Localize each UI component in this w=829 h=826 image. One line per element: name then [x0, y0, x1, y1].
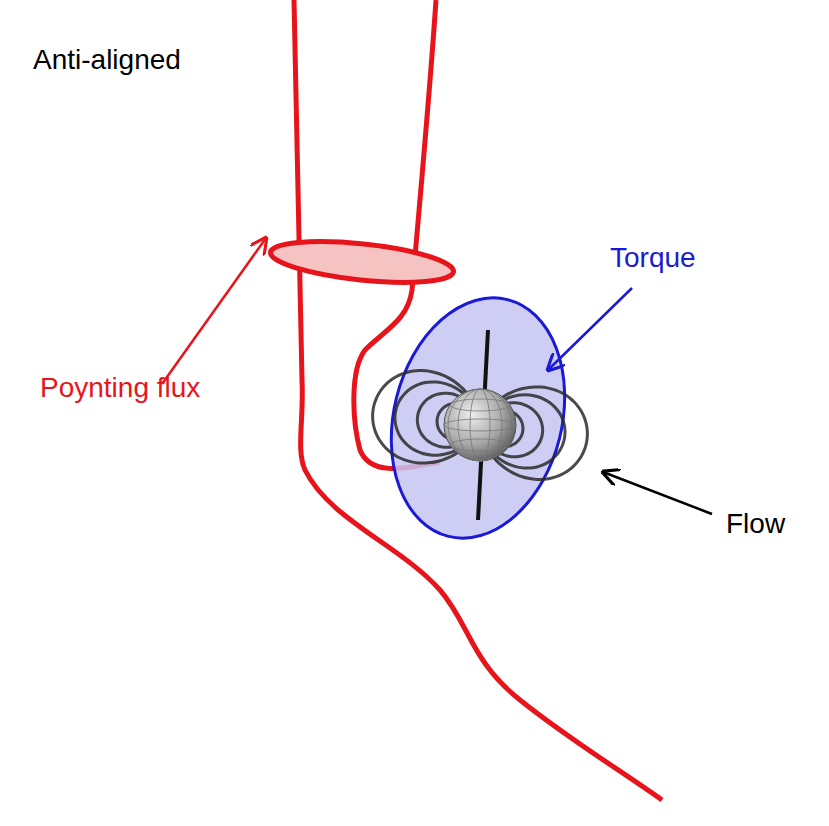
planet-sphere	[444, 389, 516, 461]
sphere-meridian	[458, 389, 502, 461]
flux-cross-section	[269, 234, 456, 289]
sphere-meridian	[448, 389, 512, 461]
panel-title: Anti-aligned	[33, 44, 181, 76]
sphere-grid	[444, 389, 516, 461]
flow-arrow	[603, 472, 712, 514]
sphere-latitude	[450, 439, 510, 451]
torque-leader	[548, 288, 632, 370]
sphere-latitude	[450, 399, 510, 411]
flux-tube-left	[294, 0, 662, 800]
sphere-latitude	[444, 419, 516, 431]
dipole-field	[373, 330, 588, 520]
torque-disk	[367, 279, 589, 556]
poynting-leader	[162, 238, 266, 384]
torque-label: Torque	[610, 242, 696, 274]
sphere-meridian	[470, 389, 490, 461]
flow-label: Flow	[726, 508, 785, 540]
poynting-label: Poynting flux	[40, 372, 200, 404]
